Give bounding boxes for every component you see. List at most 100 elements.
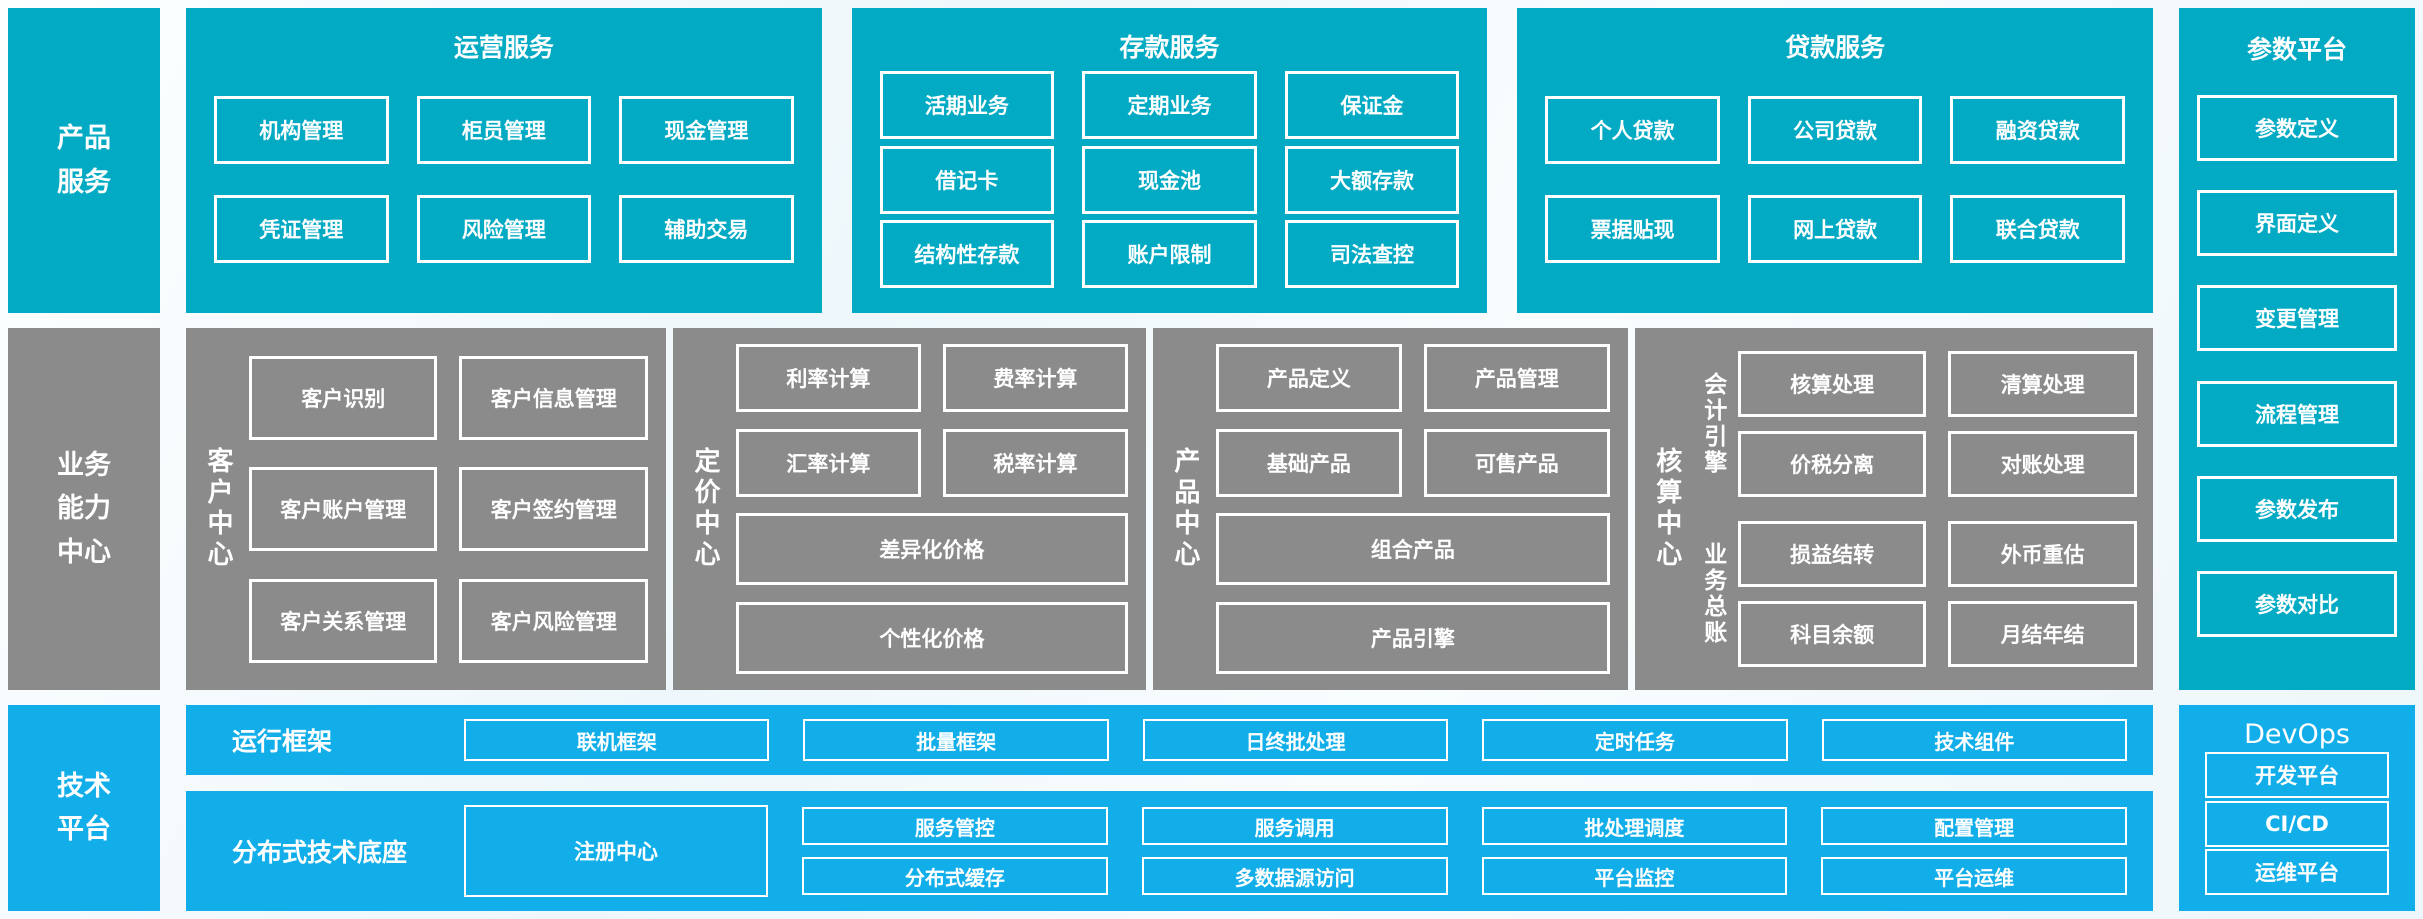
parameter-platform-items: 参数定义 界面定义 变更管理 流程管理 参数发布 参数对比 <box>2197 66 2397 666</box>
pricing-center-panel: 定价中心 利率计算 费率计算 汇率计算 税率计算 差异化价格 个性化价格 <box>672 328 1146 690</box>
parameter-platform-title: 参数平台 <box>2246 35 2347 64</box>
loan-item: 网上贷款 <box>1747 195 1923 264</box>
customer-center-label: 客户中心 <box>203 447 233 571</box>
capability-centers-row: 客户中心 客户识别 客户信息管理 客户账户管理 客户签约管理 客户关系管理 客户… <box>186 328 2153 690</box>
operations-item: 辅助交易 <box>619 195 794 264</box>
distributed-base-item: 服务管控 <box>802 807 1108 845</box>
accounting-center-panel: 核算中心 会计引擎 核算处理 清算处理 价税分离 对账处理 业务总账 损益结转 … <box>1634 328 2153 690</box>
loan-item: 联合贷款 <box>1950 195 2125 264</box>
run-framework-bar: 运行框架 联机框架 批量框架 日终批处理 定时任务 技术组件 <box>186 705 2153 775</box>
deposit-services-grid: 活期业务 定期业务 保证金 借记卡 现金池 大额存款 结构性存款 账户限制 司法… <box>879 64 1460 295</box>
run-framework-item: 批量框架 <box>803 719 1109 761</box>
operations-item: 风险管理 <box>416 195 592 264</box>
business-ledger-group: 业务总账 损益结转 外币重估 科目余额 月结年结 <box>1692 520 2141 667</box>
rail-business-capability-label: 业务能力中心 <box>56 450 111 568</box>
deposit-item: 现金池 <box>1082 145 1257 214</box>
customer-item: 客户信息管理 <box>459 355 648 440</box>
deposit-services-title: 存款服务 <box>1119 33 1220 62</box>
parameter-platform-item: 参数对比 <box>2197 570 2397 637</box>
pricing-item-wide: 个性化价格 <box>735 601 1128 674</box>
operations-services-grid: 机构管理 柜员管理 现金管理 凭证管理 风险管理 辅助交易 <box>214 64 794 295</box>
distributed-base-bar: 分布式技术底座 注册中心 服务管控 服务调用 批处理调度 配置管理 分布式缓存 … <box>186 791 2153 911</box>
distributed-base-label: 分布式技术底座 <box>232 838 408 867</box>
operations-services-panel: 运营服务 机构管理 柜员管理 现金管理 凭证管理 风险管理 辅助交易 <box>186 8 822 313</box>
parameter-platform-item: 变更管理 <box>2197 285 2397 352</box>
deposit-services-panel: 存款服务 活期业务 定期业务 保证金 借记卡 现金池 大额存款 结构性存款 账户… <box>851 8 1488 313</box>
deposit-item: 大额存款 <box>1284 145 1460 214</box>
loan-item: 票据贴现 <box>1545 195 1720 264</box>
pricing-item-wide: 差异化价格 <box>735 513 1128 586</box>
accounting-center-label: 核算中心 <box>1651 447 1682 571</box>
devops-panel: DevOps 开发平台 CI/CD 运维平台 <box>2179 705 2415 911</box>
devops-item: CI/CD <box>2205 800 2389 847</box>
product-center-item: 可售产品 <box>1423 428 1610 497</box>
registry-center-box: 注册中心 <box>464 805 768 897</box>
parameter-platform-panel: 参数平台 参数定义 界面定义 变更管理 流程管理 参数发布 参数对比 <box>2179 8 2415 690</box>
business-ledger-label: 业务总账 <box>1699 541 1726 646</box>
accounting-item: 外币重估 <box>1948 520 2137 587</box>
accounting-engine-label: 会计引擎 <box>1699 372 1726 477</box>
rail-technology-platform-label: 技术平台 <box>56 770 111 845</box>
loan-item: 融资贷款 <box>1950 95 2125 164</box>
customer-item: 客户风险管理 <box>459 578 648 663</box>
deposit-item: 保证金 <box>1284 70 1460 139</box>
pricing-center-label: 定价中心 <box>689 447 720 571</box>
loan-services-title: 贷款服务 <box>1785 33 1886 62</box>
accounting-item: 科目余额 <box>1737 600 1927 667</box>
pricing-item: 税率计算 <box>942 428 1128 497</box>
distributed-base-item: 服务调用 <box>1141 807 1448 845</box>
product-center-grid: 产品定义 产品管理 基础产品 可售产品 组合产品 产品引擎 <box>1210 328 1616 690</box>
pricing-item: 汇率计算 <box>735 428 921 497</box>
run-framework-label: 运行框架 <box>232 727 333 756</box>
customer-center-grid: 客户识别 客户信息管理 客户账户管理 客户签约管理 客户关系管理 客户风险管理 <box>243 328 654 690</box>
accounting-item: 对账处理 <box>1948 431 2137 498</box>
pricing-item: 利率计算 <box>735 344 921 413</box>
distributed-base-item: 批处理调度 <box>1481 807 1788 845</box>
accounting-engine-group: 会计引擎 核算处理 清算处理 价税分离 对账处理 <box>1692 351 2141 498</box>
product-center-item: 基础产品 <box>1215 428 1402 497</box>
rail-product-services-label: 产品服务 <box>56 123 111 198</box>
run-framework-item: 技术组件 <box>1821 719 2128 761</box>
distributed-base-item: 多数据源访问 <box>1141 857 1448 895</box>
run-framework-item: 日终批处理 <box>1142 719 1449 761</box>
product-center-item-wide: 产品引擎 <box>1215 601 1610 674</box>
loan-services-panel: 贷款服务 个人贷款 公司贷款 融资贷款 票据贴现 网上贷款 联合贷款 <box>1517 8 2153 313</box>
product-center-item-wide: 组合产品 <box>1215 513 1610 586</box>
loan-services-grid: 个人贷款 公司贷款 融资贷款 票据贴现 网上贷款 联合贷款 <box>1545 64 2125 295</box>
distributed-base-grid: 服务管控 服务调用 批处理调度 配置管理 分布式缓存 多数据源访问 平台监控 平… <box>802 807 2127 895</box>
product-center-panel: 产品中心 产品定义 产品管理 基础产品 可售产品 组合产品 产品引擎 <box>1152 328 1628 690</box>
accounting-item: 清算处理 <box>1948 351 2137 418</box>
customer-item: 客户账户管理 <box>249 467 438 551</box>
accounting-item: 价税分离 <box>1737 431 1927 498</box>
distributed-base-item: 平台运维 <box>1821 857 2127 895</box>
pricing-item: 费率计算 <box>942 344 1128 413</box>
product-services-row: 运营服务 机构管理 柜员管理 现金管理 凭证管理 风险管理 辅助交易 存款服务 … <box>186 8 2153 313</box>
customer-item: 客户签约管理 <box>459 467 648 551</box>
product-center-item: 产品管理 <box>1423 344 1610 413</box>
parameter-platform-item: 参数发布 <box>2197 475 2397 542</box>
devops-item: 运维平台 <box>2205 848 2389 895</box>
product-center-label: 产品中心 <box>1169 447 1200 571</box>
distributed-base-item: 分布式缓存 <box>802 857 1108 895</box>
operations-item: 凭证管理 <box>214 195 389 264</box>
devops-title: DevOps <box>2244 719 2350 750</box>
deposit-item: 司法查控 <box>1284 220 1460 289</box>
operations-services-title: 运营服务 <box>453 33 554 62</box>
devops-items: 开发平台 CI/CD 运维平台 <box>2205 750 2389 897</box>
customer-item: 客户识别 <box>249 355 438 440</box>
run-framework-item: 定时任务 <box>1482 719 1788 761</box>
loan-item: 公司贷款 <box>1747 95 1923 164</box>
parameter-platform-item: 流程管理 <box>2197 380 2397 447</box>
distributed-base-item: 配置管理 <box>1821 807 2127 845</box>
rail-product-services: 产品服务 <box>8 8 160 313</box>
deposit-item: 定期业务 <box>1082 70 1257 139</box>
accounting-item: 损益结转 <box>1737 520 1927 587</box>
operations-item: 机构管理 <box>214 95 389 164</box>
operations-item: 现金管理 <box>619 95 794 164</box>
accounting-item: 月结年结 <box>1948 600 2137 667</box>
customer-item: 客户关系管理 <box>249 578 438 663</box>
operations-item: 柜员管理 <box>416 95 592 164</box>
deposit-item: 账户限制 <box>1082 220 1257 289</box>
rail-technology-platform: 技术平台 <box>8 705 160 911</box>
